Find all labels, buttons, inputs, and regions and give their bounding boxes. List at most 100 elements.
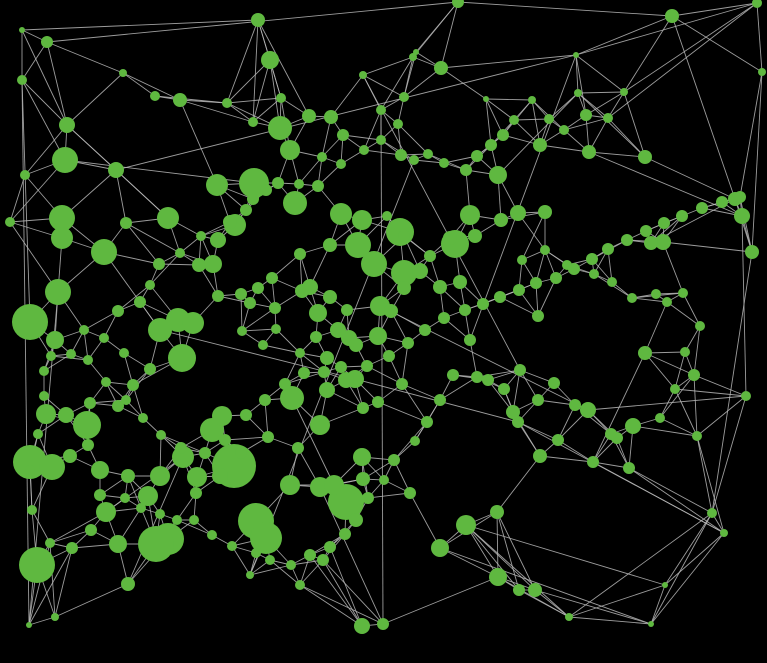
graph-node (276, 93, 286, 103)
graph-edge (226, 19, 259, 104)
graph-node (82, 439, 94, 451)
graph-edge (363, 109, 382, 151)
graph-node (175, 442, 187, 454)
graph-node (138, 486, 158, 506)
graph-edge (122, 72, 156, 97)
graph-node (150, 466, 170, 486)
graph-node (148, 318, 172, 342)
graph-node (678, 288, 688, 298)
graph-node (330, 322, 346, 338)
graph-edge (125, 222, 181, 254)
graph-edge (650, 532, 725, 625)
graph-edge (403, 67, 442, 98)
graph-edge (537, 399, 576, 406)
graph-node (51, 613, 59, 621)
graph-node (45, 279, 71, 305)
graph-node (349, 513, 363, 527)
graph-node (533, 138, 547, 152)
graph-edge (457, 1, 673, 17)
graph-node (175, 248, 185, 258)
graph-edge (563, 117, 609, 131)
graph-edge (9, 221, 59, 293)
graph-node (246, 571, 254, 579)
graph-node (250, 522, 282, 554)
graph-node (439, 158, 449, 168)
graph-edge (103, 251, 161, 331)
graph-edge (469, 54, 577, 341)
graph-node (421, 416, 433, 428)
graph-node (361, 360, 373, 372)
graph-node (138, 413, 148, 423)
graph-node (324, 110, 338, 124)
graph-node (530, 277, 542, 289)
graph-node (434, 61, 448, 75)
graph-edge (226, 59, 271, 104)
graph-node (247, 193, 259, 205)
graph-edge (664, 532, 725, 586)
graph-edge (362, 74, 521, 371)
graph-edge (362, 56, 414, 76)
graph-edge (607, 91, 625, 119)
graph-edge (575, 2, 758, 56)
graph-edge (575, 54, 579, 94)
graph-edge (21, 79, 31, 323)
graph-node (638, 150, 652, 164)
graph-node (627, 293, 637, 303)
graph-edge (684, 325, 701, 353)
graph-node (279, 378, 291, 390)
graph-node (352, 210, 372, 230)
graph-node (696, 202, 708, 214)
graph-node (17, 75, 27, 85)
graph-edge (83, 310, 119, 331)
graph-node (83, 355, 93, 365)
graph-node (569, 399, 581, 411)
graph-edge (363, 149, 402, 156)
graph-node (587, 456, 599, 468)
graph-edge (224, 436, 269, 441)
graph-node (73, 411, 101, 439)
graph-node (59, 117, 75, 133)
graph-edge (513, 118, 550, 121)
graph-node (172, 515, 182, 525)
graph-edge (539, 455, 594, 463)
graph-edge (607, 2, 758, 119)
graph-node (483, 96, 489, 102)
graph-node (12, 304, 48, 340)
graph-edge (377, 401, 428, 423)
graph-node (39, 454, 65, 480)
graph-edge (568, 584, 666, 618)
graph-node (359, 145, 369, 155)
graph-edge (28, 616, 56, 626)
graph-node (359, 71, 367, 79)
graph-edge (671, 2, 758, 17)
graph-node (150, 91, 160, 101)
graph-node (121, 577, 135, 591)
graph-edge (366, 365, 403, 385)
graph-edge (329, 546, 363, 627)
graph-node (120, 493, 130, 503)
graph-node (119, 348, 129, 358)
graph-node (212, 290, 224, 302)
graph-node (640, 225, 652, 237)
graph-edge (21, 79, 30, 626)
graph-node (222, 98, 232, 108)
graph-node (424, 250, 436, 262)
graph-edge (499, 296, 539, 317)
graph-node (46, 351, 56, 361)
graph-edge (125, 222, 160, 265)
graph-node (19, 547, 55, 583)
graph-edge (49, 529, 92, 544)
graph-node (514, 364, 526, 376)
graph-node (550, 272, 562, 284)
graph-node (409, 53, 417, 61)
graph-edge (465, 524, 570, 618)
graph-node (369, 327, 387, 345)
graph-node (136, 503, 146, 513)
graph-edge (568, 512, 713, 618)
graph-node (127, 379, 139, 391)
graph-node (66, 542, 78, 554)
graph-node (219, 434, 231, 446)
graph-node (251, 548, 261, 558)
graph-edge (631, 297, 668, 303)
graph-node (662, 582, 668, 588)
